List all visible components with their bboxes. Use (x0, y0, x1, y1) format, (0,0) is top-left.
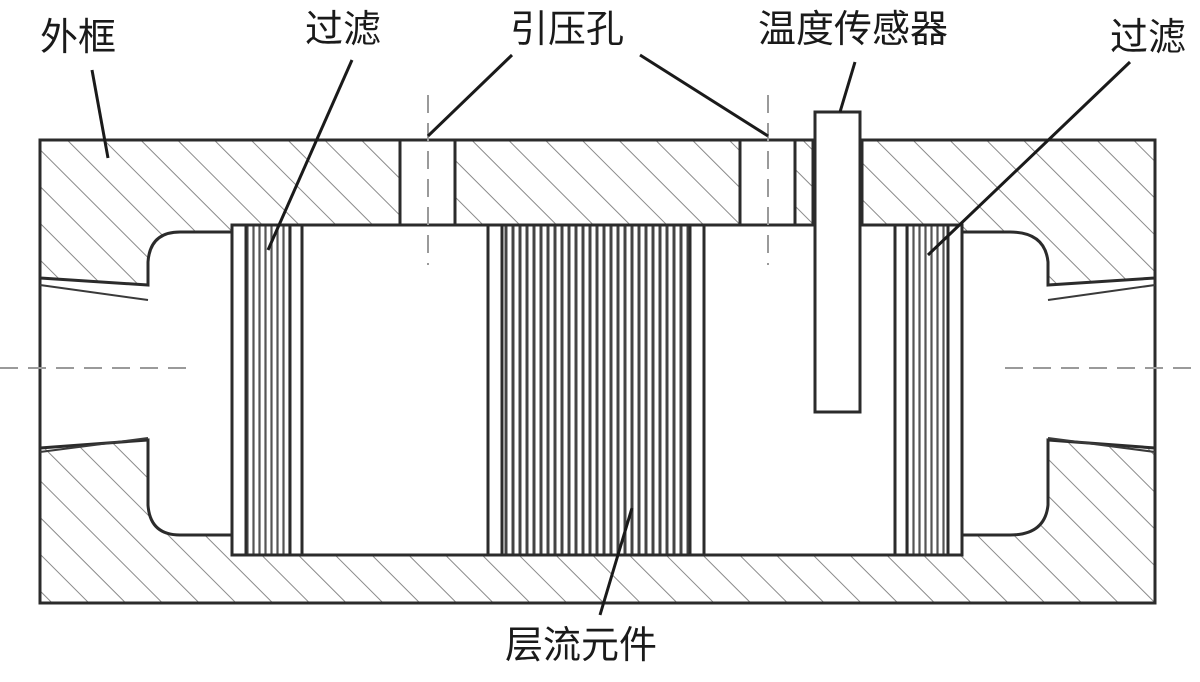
center-lines (0, 95, 1200, 369)
filter-left-element (244, 223, 292, 557)
leader-lines (90, 53, 1132, 616)
label-filter-right: 过滤 (1110, 15, 1186, 59)
temperature-sensor-probe (813, 110, 862, 414)
label-filter-left: 过滤 (305, 7, 381, 51)
label-laminar-element: 层流元件 (505, 623, 657, 667)
pressure-holes (398, 140, 797, 225)
filter-right-element (905, 223, 950, 557)
label-pressure-holes: 引压孔 (510, 7, 624, 51)
laminar-element (500, 223, 692, 557)
label-temperature-sensor: 温度传感器 (758, 7, 948, 51)
label-outer-frame: 外框 (40, 15, 116, 59)
